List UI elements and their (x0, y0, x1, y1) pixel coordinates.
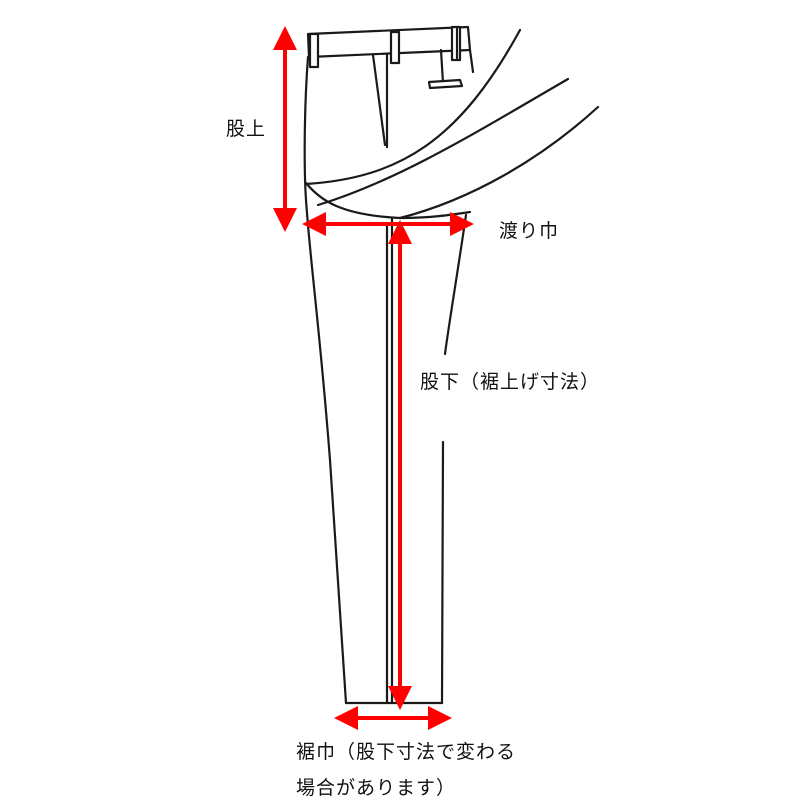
raised-leg-line2 (316, 77, 570, 207)
left-leg-outer (303, 55, 348, 705)
inseam-label: 股下（裾上げ寸法） (420, 371, 601, 393)
hem-width-label-line1: 裾巾（股下寸法で変わる (296, 741, 517, 763)
fly-line (371, 53, 387, 147)
right-leg-outer-lower (440, 440, 445, 705)
right-leg-outer-upper (443, 213, 468, 356)
side-pocket (439, 48, 445, 85)
trousers-outline (303, 25, 600, 705)
hem-width-label-line2: 場合があります） (296, 777, 457, 799)
rise-label: 股上 (226, 118, 267, 140)
waistband (306, 25, 472, 59)
measurement-arrows (273, 25, 474, 730)
belt-loop-left (308, 32, 320, 69)
belt-loop-center (389, 30, 401, 65)
raised-leg-top (304, 28, 522, 186)
raised-leg-line3 (398, 105, 600, 220)
thigh-width-label: 渡り巾 (499, 220, 560, 242)
